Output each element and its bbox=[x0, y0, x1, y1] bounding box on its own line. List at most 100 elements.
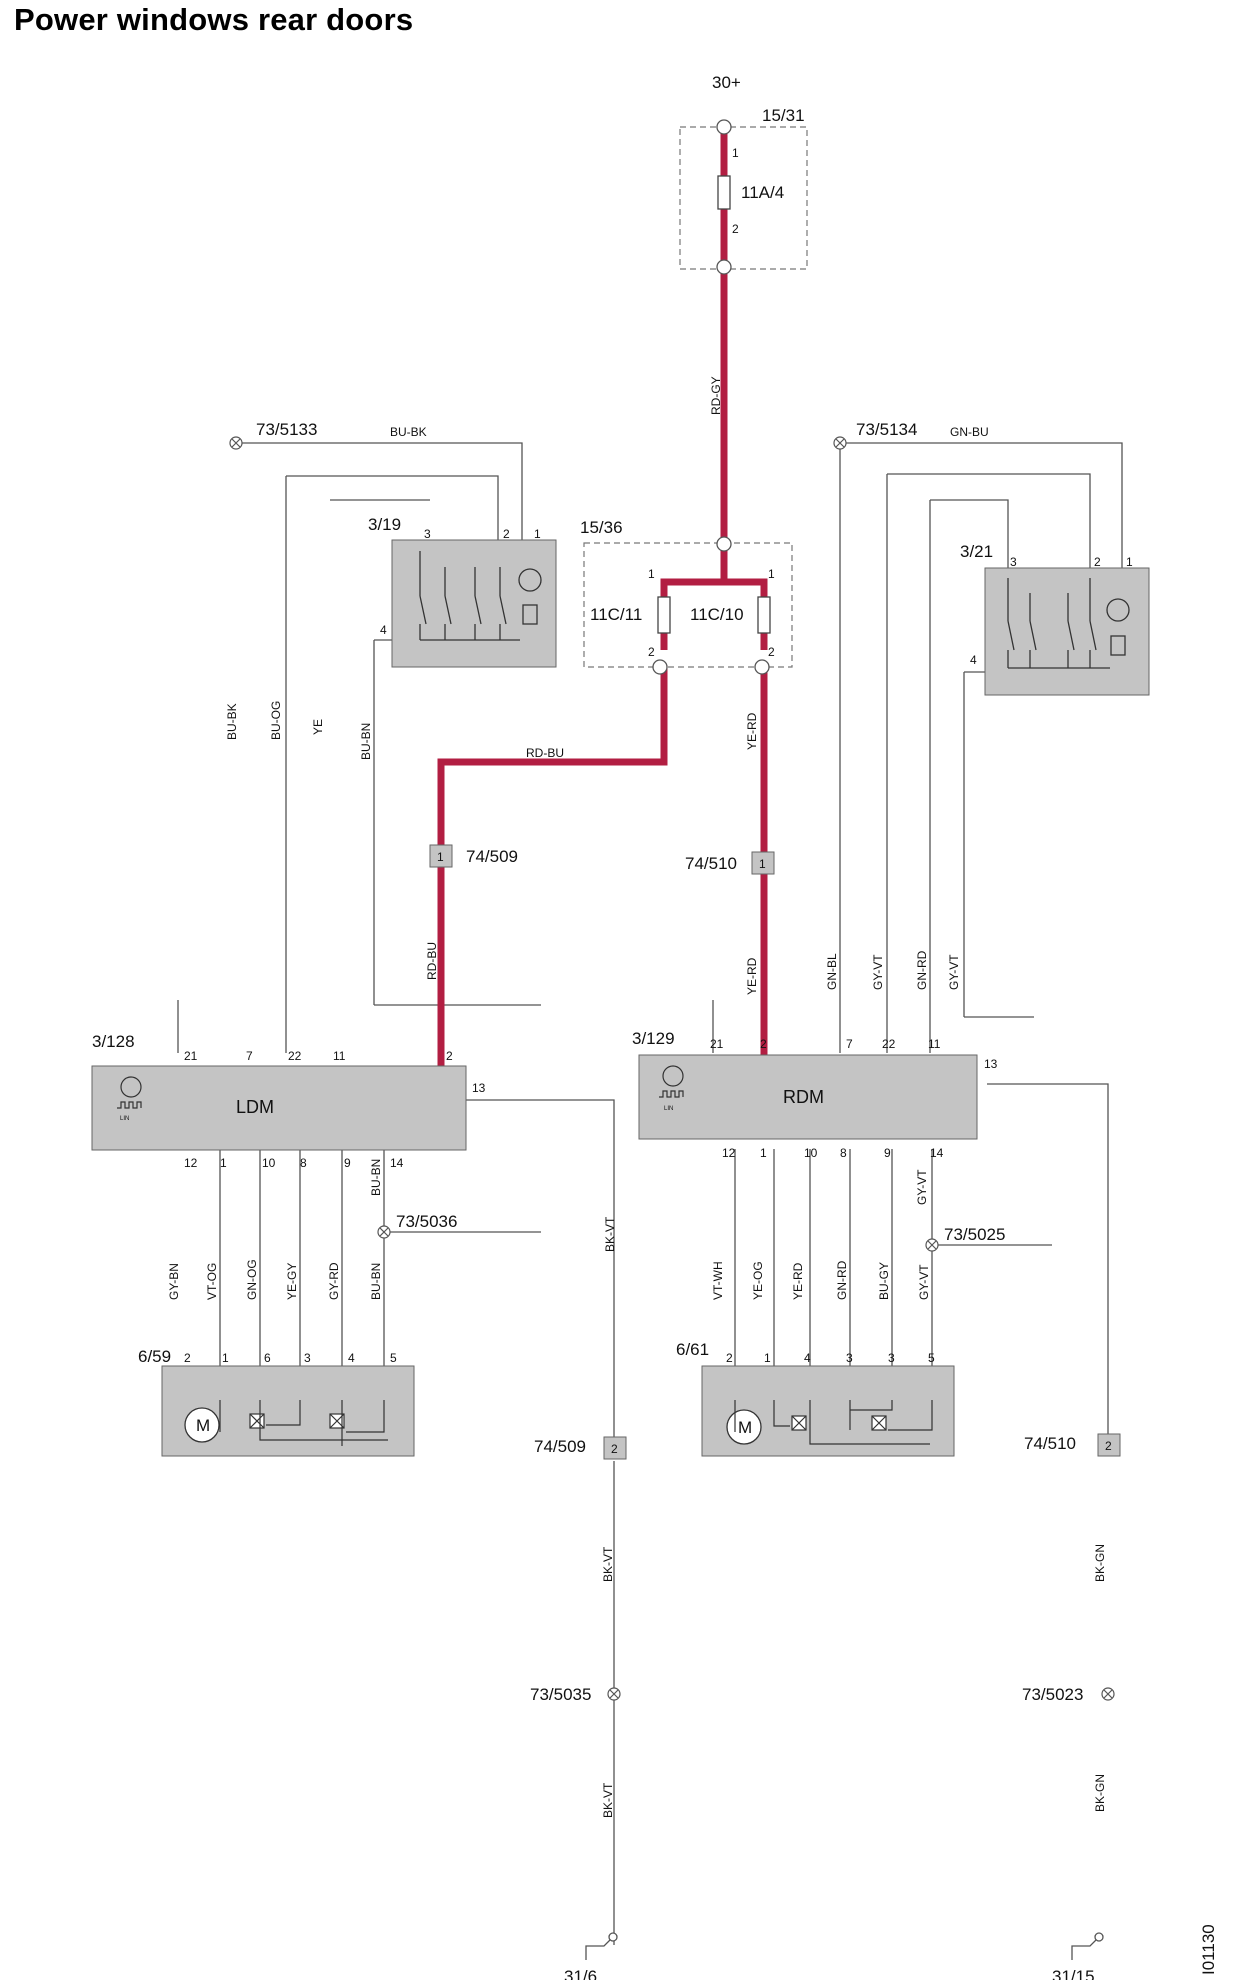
left-switch-label: 3/19 bbox=[368, 515, 401, 534]
svg-text:YE-RD: YE-RD bbox=[745, 957, 759, 995]
svg-text:7: 7 bbox=[846, 1037, 853, 1051]
svg-text:22: 22 bbox=[882, 1037, 896, 1051]
left-motor: M 6/59 2 1 6 3 4 5 bbox=[138, 1347, 415, 1457]
svg-text:GY-VT: GY-VT bbox=[915, 1169, 929, 1205]
left-motor-label: 6/59 bbox=[138, 1347, 171, 1366]
svg-text:9: 9 bbox=[884, 1146, 891, 1160]
svg-text:2: 2 bbox=[768, 645, 775, 659]
right-motor-label: 6/61 bbox=[676, 1340, 709, 1359]
right-switch: 3/21 3 2 1 4 bbox=[960, 542, 1150, 696]
svg-text:4: 4 bbox=[804, 1351, 811, 1365]
ground-points bbox=[229, 436, 1115, 1701]
svg-text:8: 8 bbox=[300, 1156, 307, 1170]
svg-text:11: 11 bbox=[928, 1037, 941, 1051]
svg-text:21: 21 bbox=[184, 1049, 198, 1063]
svg-text:3: 3 bbox=[846, 1351, 853, 1365]
svg-text:GN-OG: GN-OG bbox=[245, 1259, 259, 1300]
svg-text:1: 1 bbox=[220, 1156, 227, 1170]
ground-73-5025-label: 73/5025 bbox=[944, 1225, 1005, 1244]
svg-text:2: 2 bbox=[726, 1351, 733, 1365]
svg-text:BU-BK: BU-BK bbox=[225, 703, 239, 740]
svg-text:12: 12 bbox=[722, 1146, 736, 1160]
svg-text:LIN: LIN bbox=[664, 1106, 673, 1112]
ground-icon-73-5023 bbox=[1101, 1687, 1115, 1701]
left-switch: 3/19 3 2 1 4 bbox=[368, 515, 557, 668]
svg-text:VT-WH: VT-WH bbox=[711, 1261, 725, 1300]
ground-icon-73-5134 bbox=[833, 436, 847, 450]
ldm-label: LDM bbox=[236, 1097, 274, 1117]
right-switch-label: 3/21 bbox=[960, 542, 993, 561]
svg-text:YE-OG: YE-OG bbox=[751, 1261, 765, 1300]
svg-text:1: 1 bbox=[732, 146, 739, 160]
svg-text:74/509: 74/509 bbox=[466, 847, 518, 866]
svg-text:11: 11 bbox=[333, 1049, 346, 1063]
rdm-ref-label: 3/129 bbox=[632, 1029, 675, 1048]
svg-text:3: 3 bbox=[888, 1351, 895, 1365]
svg-text:8: 8 bbox=[840, 1146, 847, 1160]
svg-text:4: 4 bbox=[380, 623, 387, 637]
connector-74-509-bottom: 2 74/509 bbox=[534, 1436, 627, 1460]
fuse-left-label: 11C/11 bbox=[590, 605, 642, 624]
svg-text:12: 12 bbox=[184, 1156, 198, 1170]
svg-text:BK-GN: BK-GN bbox=[1093, 1544, 1107, 1582]
svg-text:GN-RD: GN-RD bbox=[835, 1260, 849, 1300]
ldm-module: LIN LDM 3/128 21 7 22 11 2 13 12 1 10 8 … bbox=[91, 1032, 486, 1170]
svg-text:10: 10 bbox=[804, 1146, 818, 1160]
svg-text:RD-GY: RD-GY bbox=[709, 376, 723, 415]
svg-text:3: 3 bbox=[424, 527, 431, 541]
svg-text:13: 13 bbox=[984, 1057, 998, 1071]
ground-icon-73-5025 bbox=[925, 1238, 939, 1252]
svg-text:BK-GN: BK-GN bbox=[1093, 1774, 1107, 1812]
svg-text:GY-VT: GY-VT bbox=[871, 954, 885, 990]
svg-text:BK-VT: BK-VT bbox=[601, 1546, 615, 1582]
svg-text:74/510: 74/510 bbox=[1024, 1434, 1076, 1453]
earth-symbols bbox=[585, 1932, 1104, 1960]
page-title: Power windows rear doors bbox=[14, 2, 414, 37]
svg-text:1: 1 bbox=[768, 567, 775, 581]
svg-text:BK-VT: BK-VT bbox=[601, 1782, 615, 1818]
svg-text:3: 3 bbox=[1010, 555, 1017, 569]
right-motor: M 6/61 2 1 4 3 3 5 bbox=[676, 1340, 955, 1457]
right-motor-symbol: M bbox=[738, 1418, 752, 1437]
connector-74-509-top: 1 74/509 bbox=[429, 844, 518, 868]
thin-wires bbox=[177, 442, 1123, 1945]
earth-31-15-label: 31/15 bbox=[1052, 1967, 1095, 1980]
earth-31-6-label: 31/6 bbox=[564, 1967, 597, 1980]
svg-text:5: 5 bbox=[390, 1351, 397, 1365]
left-motor-symbol: M bbox=[196, 1416, 210, 1435]
svg-text:2: 2 bbox=[611, 1442, 618, 1456]
rdm-module: LIN RDM 3/129 21 2 7 22 11 13 12 1 10 8 … bbox=[632, 1029, 998, 1160]
svg-text:1: 1 bbox=[437, 850, 444, 864]
svg-text:10: 10 bbox=[262, 1156, 276, 1170]
svg-text:BU-GY: BU-GY bbox=[877, 1262, 891, 1300]
svg-text:74/509: 74/509 bbox=[534, 1437, 586, 1456]
svg-text:2: 2 bbox=[732, 222, 739, 236]
svg-text:LIN: LIN bbox=[120, 1116, 129, 1122]
svg-text:2: 2 bbox=[1094, 555, 1101, 569]
svg-text:9: 9 bbox=[344, 1156, 351, 1170]
svg-text:3: 3 bbox=[304, 1351, 311, 1365]
svg-text:RD-BU: RD-BU bbox=[526, 746, 564, 760]
svg-text:VT-OG: VT-OG bbox=[205, 1263, 219, 1300]
svg-text:6: 6 bbox=[264, 1351, 271, 1365]
ground-73-5035-label: 73/5035 bbox=[530, 1685, 591, 1704]
svg-text:14: 14 bbox=[930, 1146, 944, 1160]
supply-label: 30+ bbox=[712, 73, 741, 92]
connector-74-510-bottom: 2 74/510 bbox=[1024, 1433, 1121, 1457]
fuse-right-label: 11C/10 bbox=[690, 605, 744, 624]
svg-text:GY-VT: GY-VT bbox=[947, 954, 961, 990]
ground-73-5134-label: 73/5134 bbox=[856, 420, 917, 439]
ground-73-5133-label: 73/5133 bbox=[256, 420, 317, 439]
ground-icon-73-5035 bbox=[607, 1687, 621, 1701]
svg-text:2: 2 bbox=[446, 1049, 453, 1063]
svg-text:GY-BN: GY-BN bbox=[167, 1263, 181, 1300]
aux-fuse-box-label: 15/36 bbox=[580, 518, 623, 537]
wire-color-labels: RD-GY BU-BK GN-BU RD-BU BU-BK BU-OG YE B… bbox=[167, 376, 1107, 1818]
svg-text:BU-BN: BU-BN bbox=[369, 1159, 383, 1196]
svg-text:BU-BK: BU-BK bbox=[390, 425, 427, 439]
svg-text:1: 1 bbox=[1126, 555, 1133, 569]
svg-text:22: 22 bbox=[288, 1049, 302, 1063]
svg-text:1: 1 bbox=[760, 1146, 767, 1160]
main-fuse-box-label: 15/31 bbox=[762, 106, 805, 125]
